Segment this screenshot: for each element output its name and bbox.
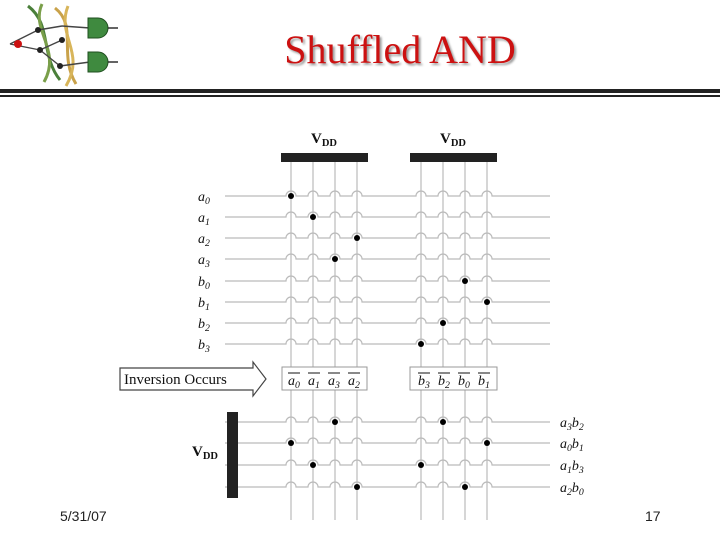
connection-dot-bottom [354,484,360,490]
connection-dot-top [288,193,294,199]
connection-dot-top [354,235,360,241]
inversion-label: Inversion Occurs [124,372,227,388]
logo [0,0,125,95]
vdd-label-bottom: VDD [192,444,218,462]
vdd-label-right: VDD [440,131,466,149]
input-label-a1: a1 [198,211,210,228]
input-label-a0: a0 [198,190,210,207]
inverted-right-b2: b2 [438,374,450,391]
vdd-label-left: VDD [311,131,337,149]
inverted-right-b1: b1 [478,374,490,391]
inverted-right-b0: b0 [458,374,470,391]
page-number: 17 [645,508,661,524]
connection-dot-top [332,256,338,262]
input-wire-6 [225,317,550,324]
inverted-left-a1: a1 [308,374,320,391]
inversion-arrow [119,360,267,398]
output-wire-2 [225,459,550,466]
vdd-rail-vertical [227,412,238,498]
inverted-right-b3: b3 [418,374,430,391]
connection-dot-top [310,214,316,220]
input-wire-4 [225,275,550,282]
output-wire-3 [225,481,550,488]
inverted-left-a3: a3 [328,374,340,391]
input-wire-3 [225,253,550,260]
inverted-box-right [409,366,498,391]
connection-dot-bottom [288,440,294,446]
footer-date: 5/31/07 [60,508,107,524]
input-wire-1 [225,211,550,218]
connection-dot-bottom [462,484,468,490]
connection-dot-top [484,299,490,305]
input-label-b0: b0 [198,275,210,292]
output-label-3: a2b0 [560,481,584,498]
connection-dot-bottom [310,462,316,468]
inverted-left-a2: a2 [348,374,360,391]
output-label-2: a1b3 [560,459,584,476]
connection-dot-bottom [332,419,338,425]
connection-dot-top [462,278,468,284]
input-label-b2: b2 [198,317,210,334]
connection-dot-top [440,320,446,326]
inverted-box-left [281,366,368,391]
input-wire-7 [225,338,550,345]
input-label-b1: b1 [198,296,210,313]
input-label-b3: b3 [198,338,210,355]
connection-dot-bottom [440,419,446,425]
input-wire-0 [225,190,550,197]
slide-title: Shuffled AND [284,27,516,72]
inverted-left-a0: a0 [288,374,300,391]
vdd-rail-right [410,153,497,162]
input-label-a2: a2 [198,232,210,249]
connection-dot-top [418,341,424,347]
connection-dot-bottom [484,440,490,446]
output-label-1: a0b1 [560,437,584,454]
output-label-0: a3b2 [560,416,584,433]
input-wire-2 [225,232,550,239]
output-wire-0 [225,416,550,423]
output-wire-1 [225,437,550,444]
connection-dot-bottom [418,462,424,468]
vdd-rail-left [281,153,368,162]
title-underline [0,89,720,97]
input-wire-5 [225,296,550,303]
input-label-a3: a3 [198,253,210,270]
